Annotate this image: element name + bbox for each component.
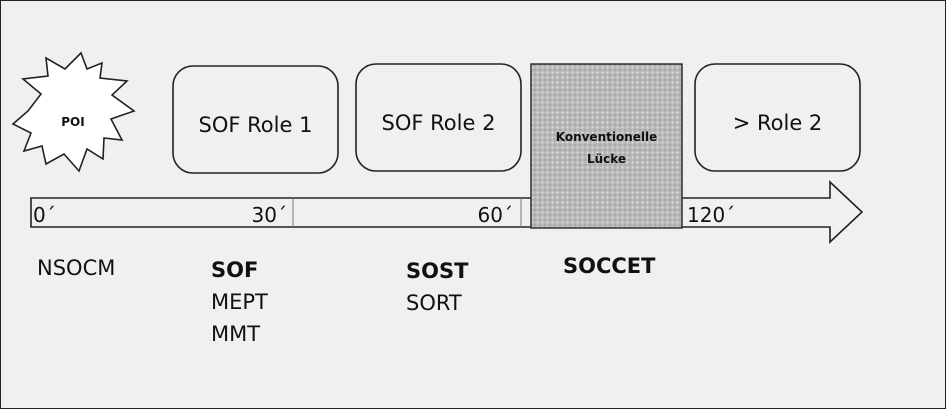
team-label: SOF xyxy=(211,258,259,282)
role-box-sof-role-2 xyxy=(355,63,522,172)
role-label-sof-role-1: SOF Role 1 xyxy=(199,113,313,137)
team-group-soccet: SOCCET xyxy=(563,254,655,278)
team-label: MMT xyxy=(211,322,261,346)
tick-label: 60´ xyxy=(478,203,513,227)
team-label: SOST xyxy=(406,259,469,283)
timeline-arrow xyxy=(30,180,864,244)
gap-label-line-1: Konventionelle xyxy=(556,130,658,144)
role-label-role-2-plus: > Role 2 xyxy=(733,111,823,135)
tick-label: 0´ xyxy=(33,203,56,227)
gap-box xyxy=(530,63,683,229)
team-group-sost: SOST SORT xyxy=(406,255,468,319)
team-group-nsocm: NSOCM xyxy=(37,256,115,280)
team-label: MEPT xyxy=(211,290,268,314)
tick-label: 120´ xyxy=(687,203,735,227)
team-label: SOCCET xyxy=(563,254,656,278)
role-label-sof-role-2: SOF Role 2 xyxy=(382,111,496,135)
gap-label-line-2: Lücke xyxy=(587,152,626,166)
role-box-role-2-plus xyxy=(694,63,861,172)
team-label: SORT xyxy=(406,291,462,315)
role-box-sof-role-1 xyxy=(172,65,339,174)
poi-label: POI xyxy=(61,115,84,129)
tick-label: 30´ xyxy=(252,203,287,227)
poi-starburst-icon xyxy=(11,51,136,173)
team-label: NSOCM xyxy=(37,256,116,280)
team-group-sof: SOF MEPT MMT xyxy=(211,254,268,350)
